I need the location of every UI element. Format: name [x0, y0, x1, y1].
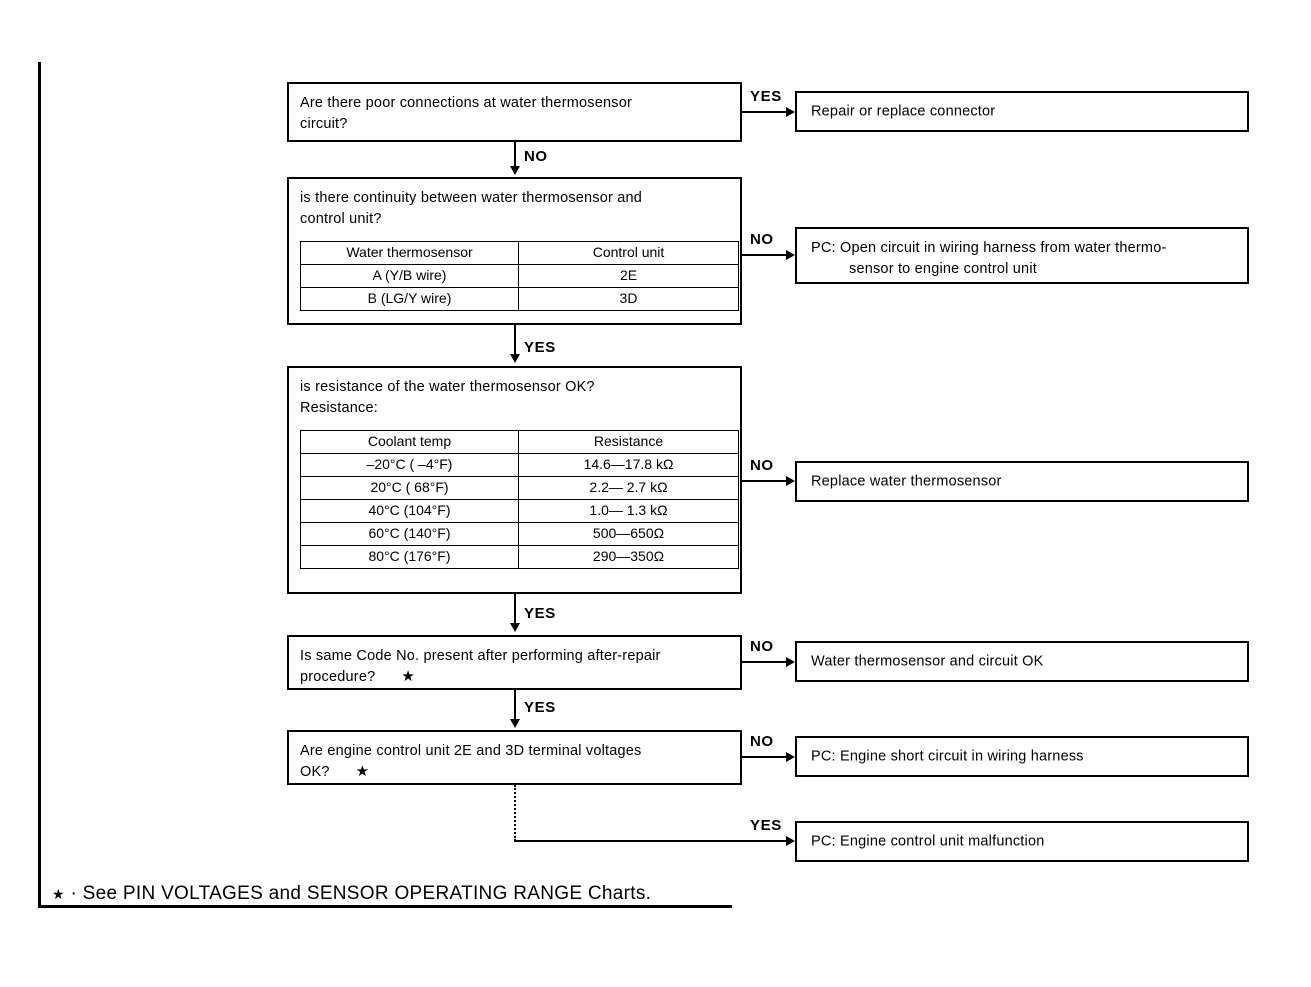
decision-text-continuity: is there continuity between water thermo… [300, 190, 643, 227]
table-row: 60°C (140°F) 500—650Ω [300, 522, 739, 546]
connector-yes-ecu-malfunction-horizontal [514, 840, 786, 842]
table-header-cell: Resistance [518, 430, 739, 454]
result-text-repair-connector: Repair or replace connector [811, 103, 996, 119]
arrowhead-yes-resistance [510, 354, 520, 363]
result-box-open-circuit: PC: Open circuit in wiring harness from … [795, 227, 1249, 284]
footnote-text: · See PIN VOLTAGES and SENSOR OPERATING … [64, 883, 652, 904]
connector-no-circuit-ok [742, 661, 786, 663]
table-row: 80°C (176°F) 290—350Ω [300, 545, 739, 569]
decision-text-poor-connections: Are there poor connections at water ther… [300, 95, 632, 132]
edge-label-no-4: NO [750, 638, 774, 655]
table-row: 20°C ( 68°F) 2.2— 2.7 kΩ [300, 476, 739, 500]
connector-yes-same-code [514, 594, 516, 624]
result-line-2: sensor to engine control unit [849, 261, 1037, 277]
star-icon-terminal-voltages: ★ [355, 763, 370, 780]
arrowhead-no-circuit-ok [786, 657, 795, 667]
table-header-cell: Water thermosensor [300, 241, 519, 265]
connector-no-short-circuit [742, 756, 786, 758]
table-cell: 290—350Ω [518, 545, 739, 569]
table-cell: 3D [518, 287, 739, 311]
edge-label-no-3: NO [750, 457, 774, 474]
edge-label-yes-4: YES [524, 699, 556, 716]
table-header-row: Coolant temp Resistance [300, 430, 739, 454]
connector-yes-resistance [514, 325, 516, 355]
arrowhead-yes-same-code [510, 623, 520, 632]
table-cell: 80°C (176°F) [300, 545, 519, 569]
table-cell: 2.2— 2.7 kΩ [518, 476, 739, 500]
continuity-table: Water thermosensor Control unit A (Y/B w… [300, 241, 739, 311]
result-text-circuit-ok: Water thermosensor and circuit OK [811, 653, 1044, 669]
edge-label-no-5: NO [750, 733, 774, 750]
table-row: 40°C (104°F) 1.0— 1.3 kΩ [300, 499, 739, 523]
star-icon-footnote: ★ [52, 886, 65, 902]
table-row: –20°C ( –4°F) 14.6—17.8 kΩ [300, 453, 739, 477]
connector-yes-repair-connector [742, 111, 786, 113]
table-cell: 14.6—17.8 kΩ [518, 453, 739, 477]
decision-text-same-code: Is same Code No. present after performin… [300, 646, 732, 688]
decision-box-same-code: Is same Code No. present after performin… [287, 635, 742, 690]
decision-box-poor-connections: Are there poor connections at water ther… [287, 82, 742, 142]
result-box-replace-sensor: Replace water thermosensor [795, 461, 1249, 502]
arrowhead-yes-ecu-malfunction [786, 836, 795, 846]
left-margin-rule [38, 62, 41, 905]
edge-label-yes-5: YES [750, 817, 782, 834]
footnote-rule [38, 905, 732, 908]
result-box-ecu-malfunction: PC: Engine control unit malfunction [795, 821, 1249, 862]
star-icon-same-code: ★ [401, 668, 416, 685]
arrowhead-yes-terminal-voltages [510, 719, 520, 728]
footnote: ★ · See PIN VOLTAGES and SENSOR OPERATIN… [52, 883, 651, 905]
table-cell: 20°C ( 68°F) [300, 476, 519, 500]
table-cell: 1.0— 1.3 kΩ [518, 499, 739, 523]
arrowhead-no-open-circuit [786, 250, 795, 260]
connector-no-open-circuit [742, 254, 786, 256]
result-text-replace-sensor: Replace water thermosensor [811, 473, 1002, 489]
table-cell: 2E [518, 264, 739, 288]
result-box-short-circuit: PC: Engine short circuit in wiring harne… [795, 736, 1249, 777]
decision-label-terminal-voltages: Are engine control unit 2E and 3D termin… [300, 743, 642, 780]
result-text-short-circuit: PC: Engine short circuit in wiring harne… [811, 748, 1084, 764]
edge-label-yes-3: YES [524, 605, 556, 622]
table-cell: 500—650Ω [518, 522, 739, 546]
arrowhead-no-short-circuit [786, 752, 795, 762]
edge-label-yes-1: YES [750, 88, 782, 105]
table-header-cell: Control unit [518, 241, 739, 265]
table-row: B (LG/Y wire) 3D [300, 287, 739, 311]
table-header-cell: Coolant temp [300, 430, 519, 454]
decision-label-same-code: Is same Code No. present after performin… [300, 648, 661, 685]
connector-no-replace-sensor [742, 480, 786, 482]
table-header-row: Water thermosensor Control unit [300, 241, 739, 265]
edge-label-yes-2: YES [524, 339, 556, 356]
decision-text-resistance: is resistance of the water thermosensor … [300, 379, 595, 416]
decision-text-terminal-voltages: Are engine control unit 2E and 3D termin… [300, 741, 732, 783]
connector-no-continuity [514, 142, 516, 168]
decision-box-terminal-voltages: Are engine control unit 2E and 3D termin… [287, 730, 742, 785]
result-box-circuit-ok: Water thermosensor and circuit OK [795, 641, 1249, 682]
connector-yes-terminal-voltages [514, 690, 516, 720]
resistance-table: Coolant temp Resistance –20°C ( –4°F) 14… [300, 430, 739, 569]
result-text-ecu-malfunction: PC: Engine control unit malfunction [811, 833, 1045, 849]
table-cell: B (LG/Y wire) [300, 287, 519, 311]
edge-label-no-2: NO [750, 231, 774, 248]
table-cell: A (Y/B wire) [300, 264, 519, 288]
table-cell: 60°C (140°F) [300, 522, 519, 546]
table-cell: –20°C ( –4°F) [300, 453, 519, 477]
edge-label-no-1: NO [524, 148, 548, 165]
arrowhead-yes-repair-connector [786, 107, 795, 117]
result-box-repair-connector: Repair or replace connector [795, 91, 1249, 132]
result-text-open-circuit: PC: Open circuit in wiring harness from … [811, 238, 1239, 280]
arrowhead-no-replace-sensor [786, 476, 795, 486]
connector-yes-ecu-malfunction-vertical [514, 785, 516, 841]
result-line-1: PC: Open circuit in wiring harness from … [811, 240, 1167, 256]
table-cell: 40°C (104°F) [300, 499, 519, 523]
table-row: A (Y/B wire) 2E [300, 264, 739, 288]
arrowhead-no-continuity [510, 166, 520, 175]
